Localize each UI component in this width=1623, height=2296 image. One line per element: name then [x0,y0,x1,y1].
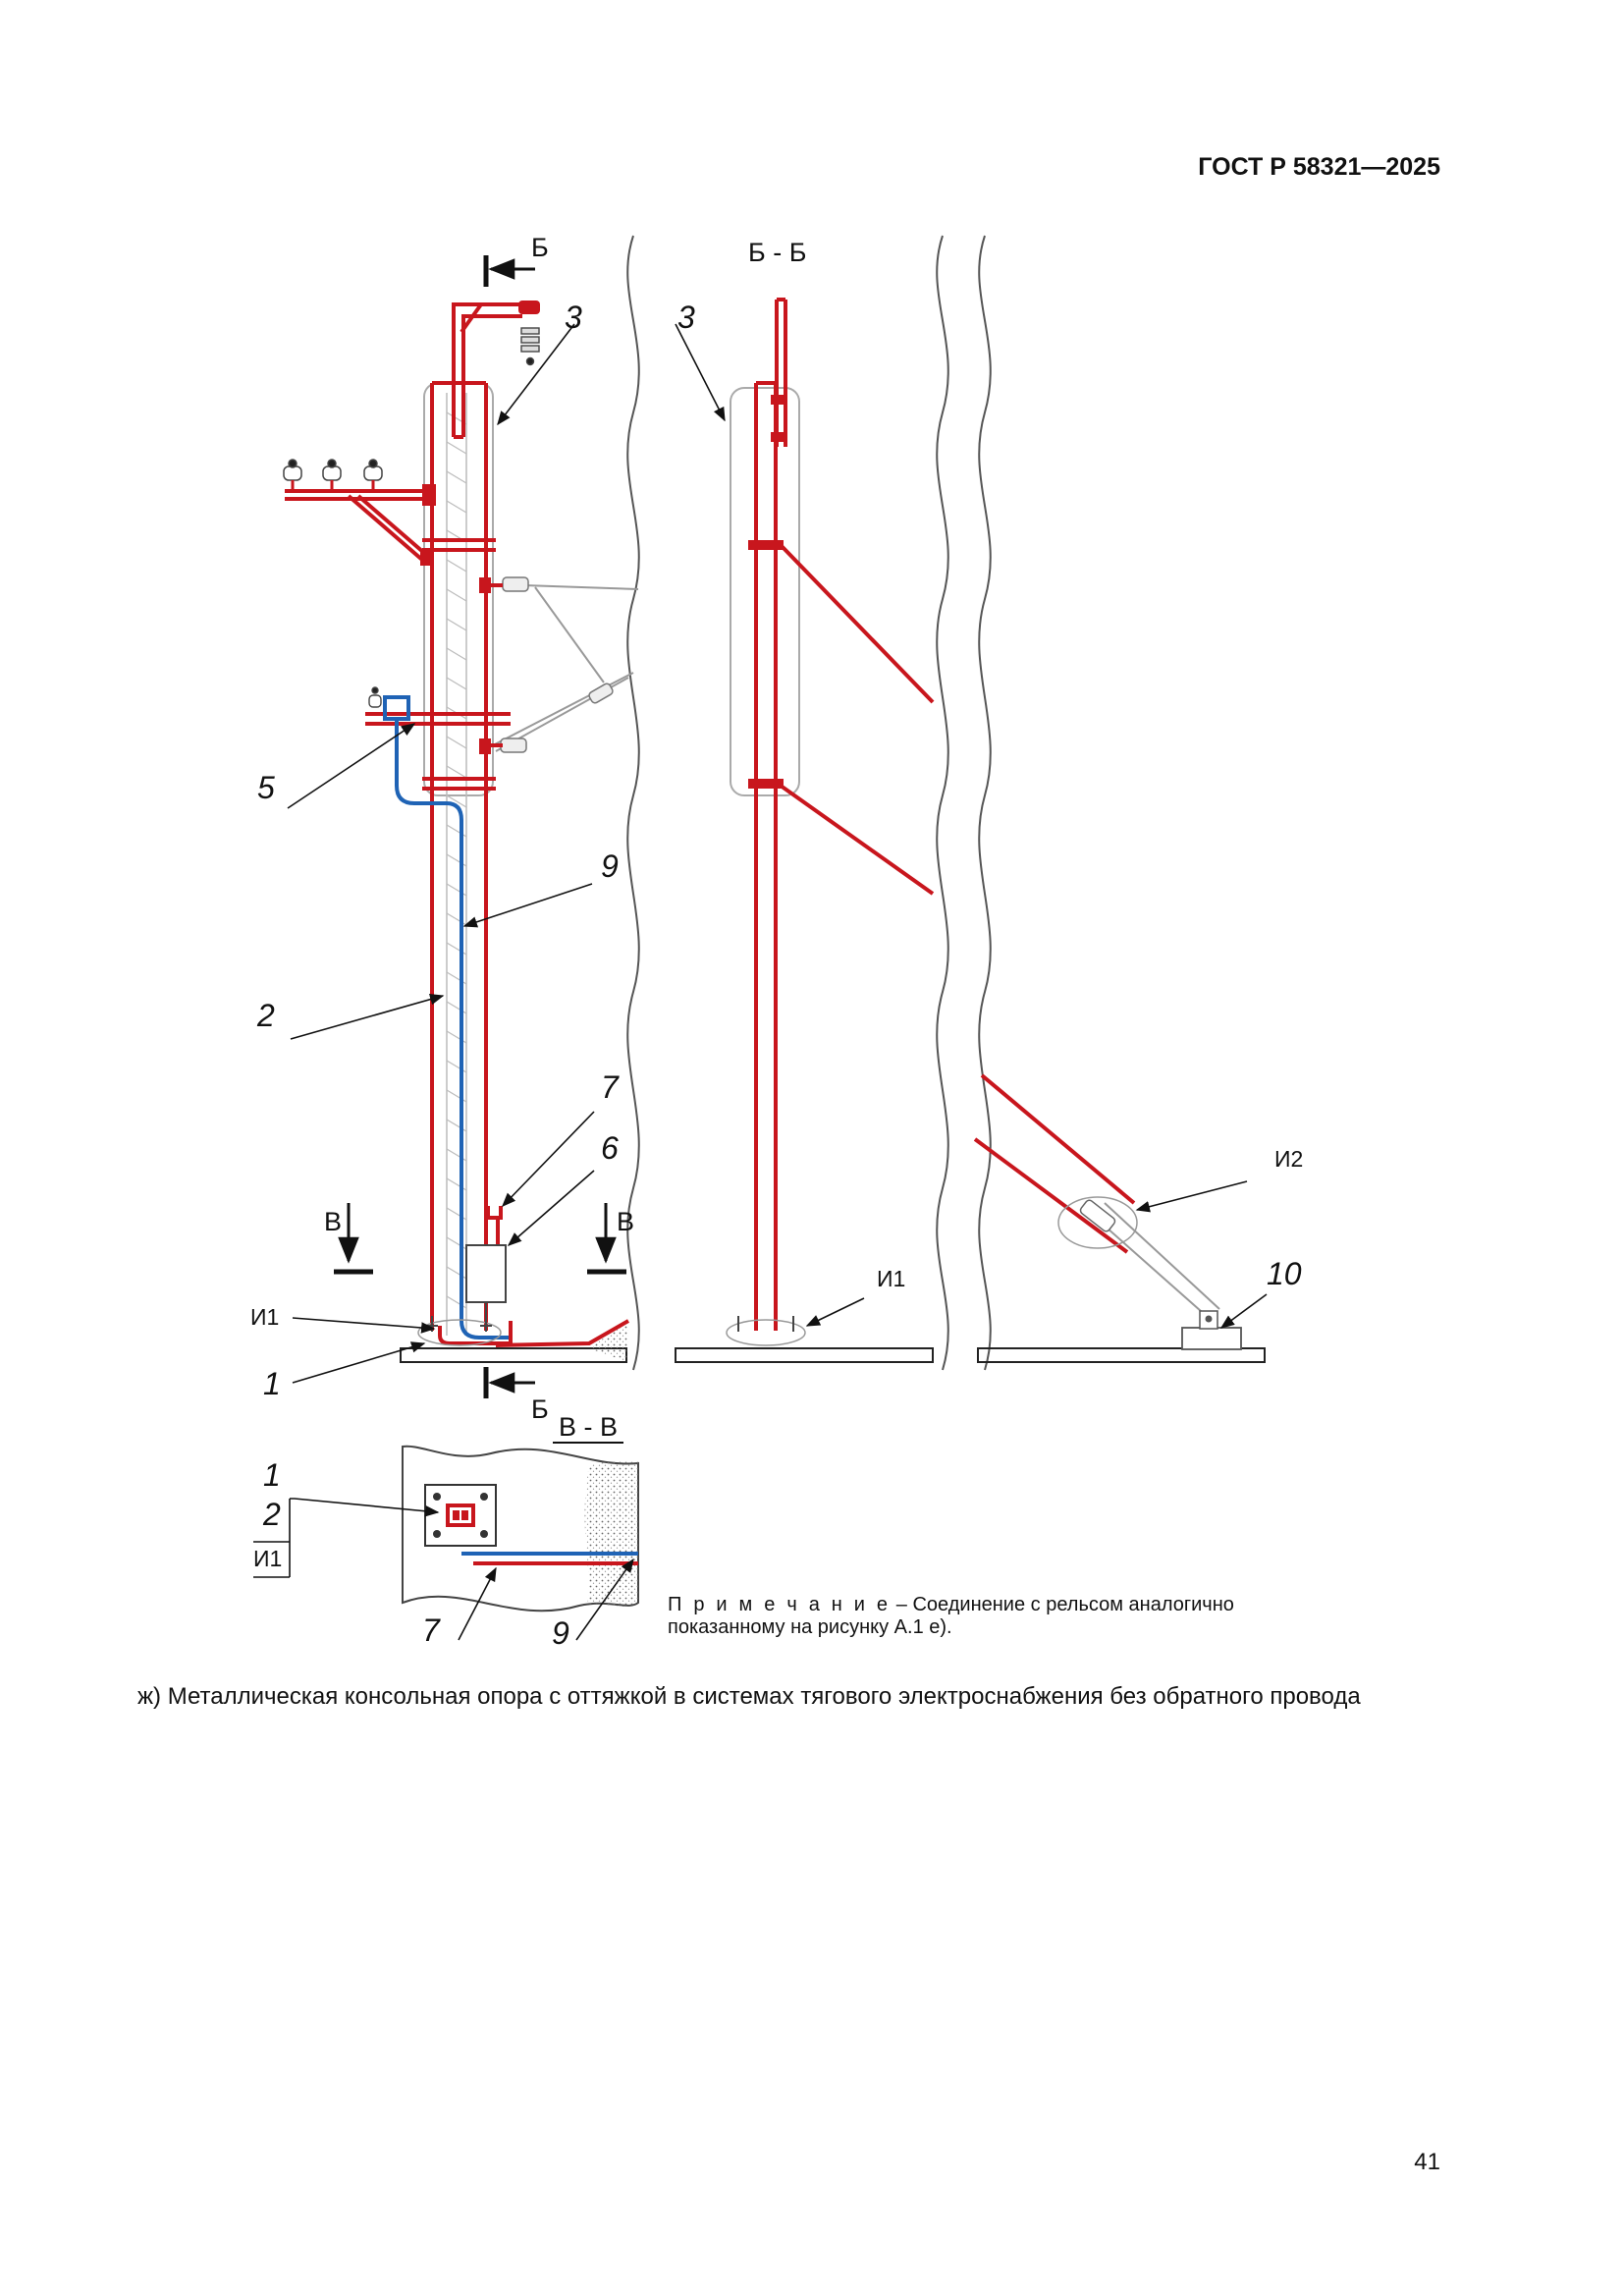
note-lead: П р и м е ч а н и е [668,1594,892,1615]
anchor-block [1181,1327,1242,1350]
lattice-rung [446,794,467,808]
callout-7: 7 [601,1069,620,1105]
lattice-rung [446,470,467,484]
top-insulator [520,327,540,366]
foundation-slab [400,1347,627,1363]
anchor-bolts [426,1316,492,1332]
grounding-conductor [438,1206,629,1347]
cut-v-marks [334,1203,626,1275]
mast-red-fittings [420,301,540,754]
feeder-insulators [283,459,383,481]
note-text: – Соединение с рельсом аналогично показа… [668,1594,1234,1638]
lattice-rung [446,647,467,661]
base-ellipse [417,1319,502,1346]
figure-caption: ж) Металлическая консольная опора с оття… [137,1683,1361,1710]
break-line [626,235,640,1371]
callout-3b: 3 [677,300,695,335]
mast-red-bb [754,298,935,1331]
callout-6: 6 [601,1130,619,1166]
view-bb-title: Б - Б [748,238,806,267]
vv-callout-i1: И1 [253,1546,282,1571]
insulators-grey [500,576,614,753]
callout-i1b: И1 [877,1266,905,1291]
section-vv-view: В - В 1 2 И1 7 9 [253,1412,639,1651]
vv-callout-2: 2 [262,1497,281,1532]
terminal-box [465,1244,507,1303]
catenary-rods [490,583,639,752]
lattice-rung [446,765,467,779]
anchor-view: И2 10 [973,1073,1303,1363]
callout-5: 5 [257,770,275,805]
callout-9: 9 [601,848,619,884]
ground-fill [589,1321,628,1362]
vv-callout-7: 7 [422,1613,441,1648]
figure-note: П р и м е ч а н и е – Соединение с рельс… [668,1594,1296,1639]
clamp-ellipse [1057,1196,1138,1249]
callout-i1: И1 [250,1304,279,1330]
callout-i2: И2 [1274,1146,1303,1172]
callout-10: 10 [1267,1256,1302,1291]
guy-wires-red [973,1073,1136,1254]
vv-callout-9: 9 [552,1615,569,1651]
lattice-rung [446,618,467,631]
mast-red [285,302,532,1331]
callout-2: 2 [256,998,275,1033]
page-number: 41 [1414,2149,1440,2175]
lattice-rung [446,500,467,514]
front-view: Б Б В В 3 5 9 2 7 6 И1 1 [250,233,640,1424]
clamp [1079,1199,1116,1232]
lattice-rung [446,559,467,573]
cut-b-top-label: Б [531,233,549,262]
lattice-rung [446,736,467,749]
feeder-insulator-pins [291,480,375,491]
lattice-rung [446,677,467,690]
callout-3: 3 [565,300,582,335]
cut-b-bottom-label: Б [531,1394,549,1424]
vv-callout-1: 1 [263,1457,281,1493]
cut-v-left-label: В [324,1207,342,1236]
view-vv-title: В - В [559,1412,618,1442]
console-outline-bb [730,387,800,796]
standard-header: ГОСТ Р 58321—2025 [1198,153,1440,181]
lower-arm-insulator [368,686,382,708]
blue-cable [383,695,511,1339]
cut-v-right-label: В [617,1207,634,1236]
section-bb-view: Б - Б 3 И1 [675,235,992,1371]
lattice-rung [446,441,467,455]
lattice-rung [446,588,467,602]
guy-tension-rods [1089,1202,1220,1320]
callout-1: 1 [263,1366,281,1401]
